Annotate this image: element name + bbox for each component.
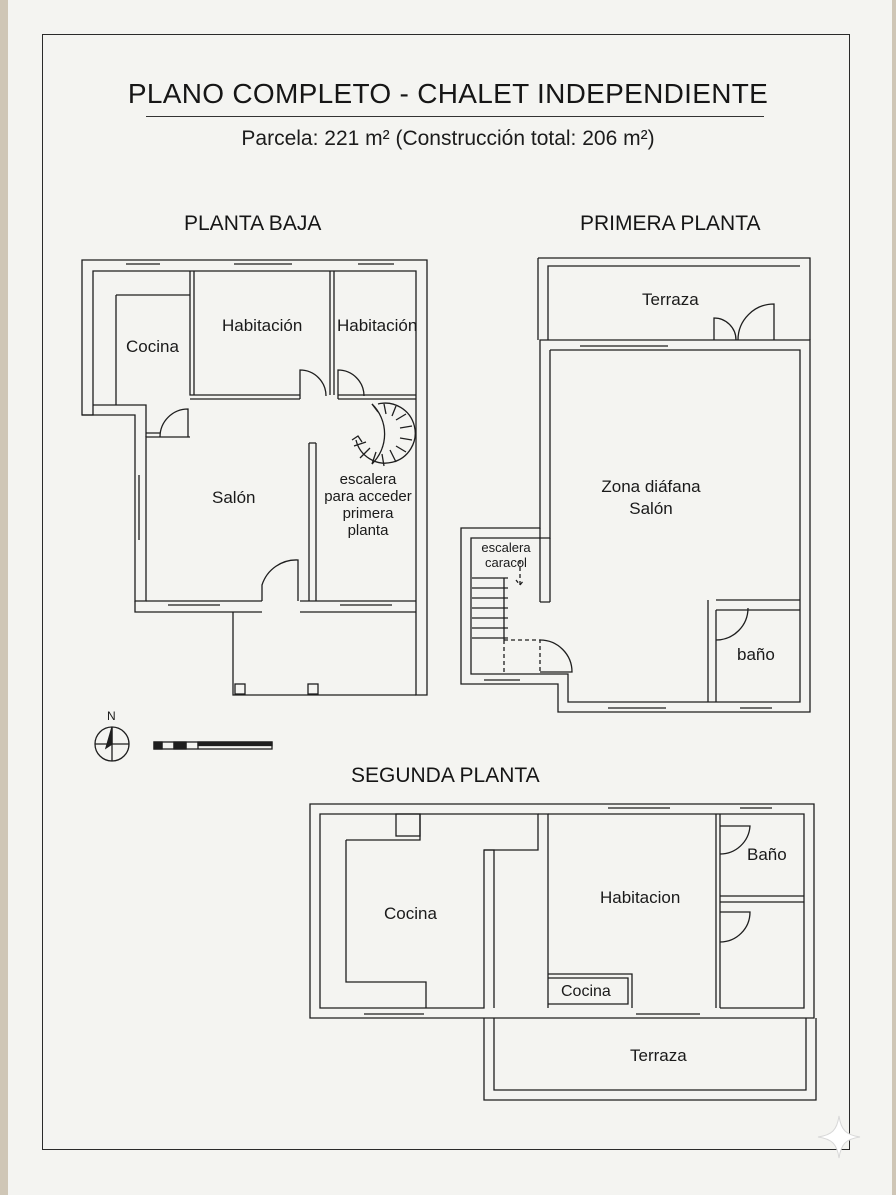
- second-kitchen-label: Cocina: [384, 904, 437, 923]
- ground-stairs-line2: para acceder: [324, 488, 412, 505]
- first-open-area-label: Zona diáfana Salón: [596, 476, 706, 520]
- second-kitchenette-label: Cocina: [561, 983, 611, 1000]
- second-bathroom-label: Baño: [747, 845, 787, 864]
- first-open-line2: Salón: [629, 499, 673, 518]
- ground-stairs-label: escalera para acceder primera planta: [318, 471, 418, 539]
- first-spiral-line2: caracol: [485, 555, 527, 570]
- ground-floor-plan: [81, 259, 428, 762]
- first-spiral-label: escalera caracol: [472, 540, 540, 570]
- drawing-frame: [42, 34, 850, 1150]
- page-title: PLANO COMPLETO - CHALET INDEPENDIENTE: [127, 78, 769, 109]
- first-floor-title: PRIMERA PLANTA: [580, 212, 761, 235]
- ground-stairs-line1: escalera: [339, 471, 397, 488]
- ground-floor-title: PLANTA BAJA: [184, 212, 322, 235]
- title-underline: [146, 116, 764, 117]
- north-label: N: [107, 709, 116, 723]
- ground-bedroom1-label: Habitación: [222, 316, 303, 335]
- second-floor-plan: [309, 803, 817, 1101]
- first-spiral-line1: escalera: [481, 540, 531, 555]
- first-open-line1: Zona diáfana: [601, 477, 701, 496]
- sparkle-icon: [817, 1115, 861, 1159]
- second-bedroom-label: Habitacion: [600, 888, 681, 907]
- first-terrace-label: Terraza: [642, 290, 699, 309]
- ground-stairs-line3: primera: [342, 505, 394, 522]
- ground-kitchen-label: Cocina: [126, 337, 179, 356]
- ground-bedroom2-label: Habitación: [337, 316, 418, 335]
- paper-sheet: [8, 0, 892, 1195]
- second-terrace-label: Terraza: [630, 1046, 687, 1065]
- second-floor-title: SEGUNDA PLANTA: [351, 764, 540, 787]
- page-subtitle: Parcela: 221 m² (Construcción total: 206…: [241, 127, 655, 150]
- first-bathroom-label: baño: [737, 645, 775, 664]
- ground-living-label: Salón: [212, 488, 256, 507]
- first-floor-plan: [460, 257, 811, 713]
- ground-stairs-line4: planta: [347, 522, 389, 539]
